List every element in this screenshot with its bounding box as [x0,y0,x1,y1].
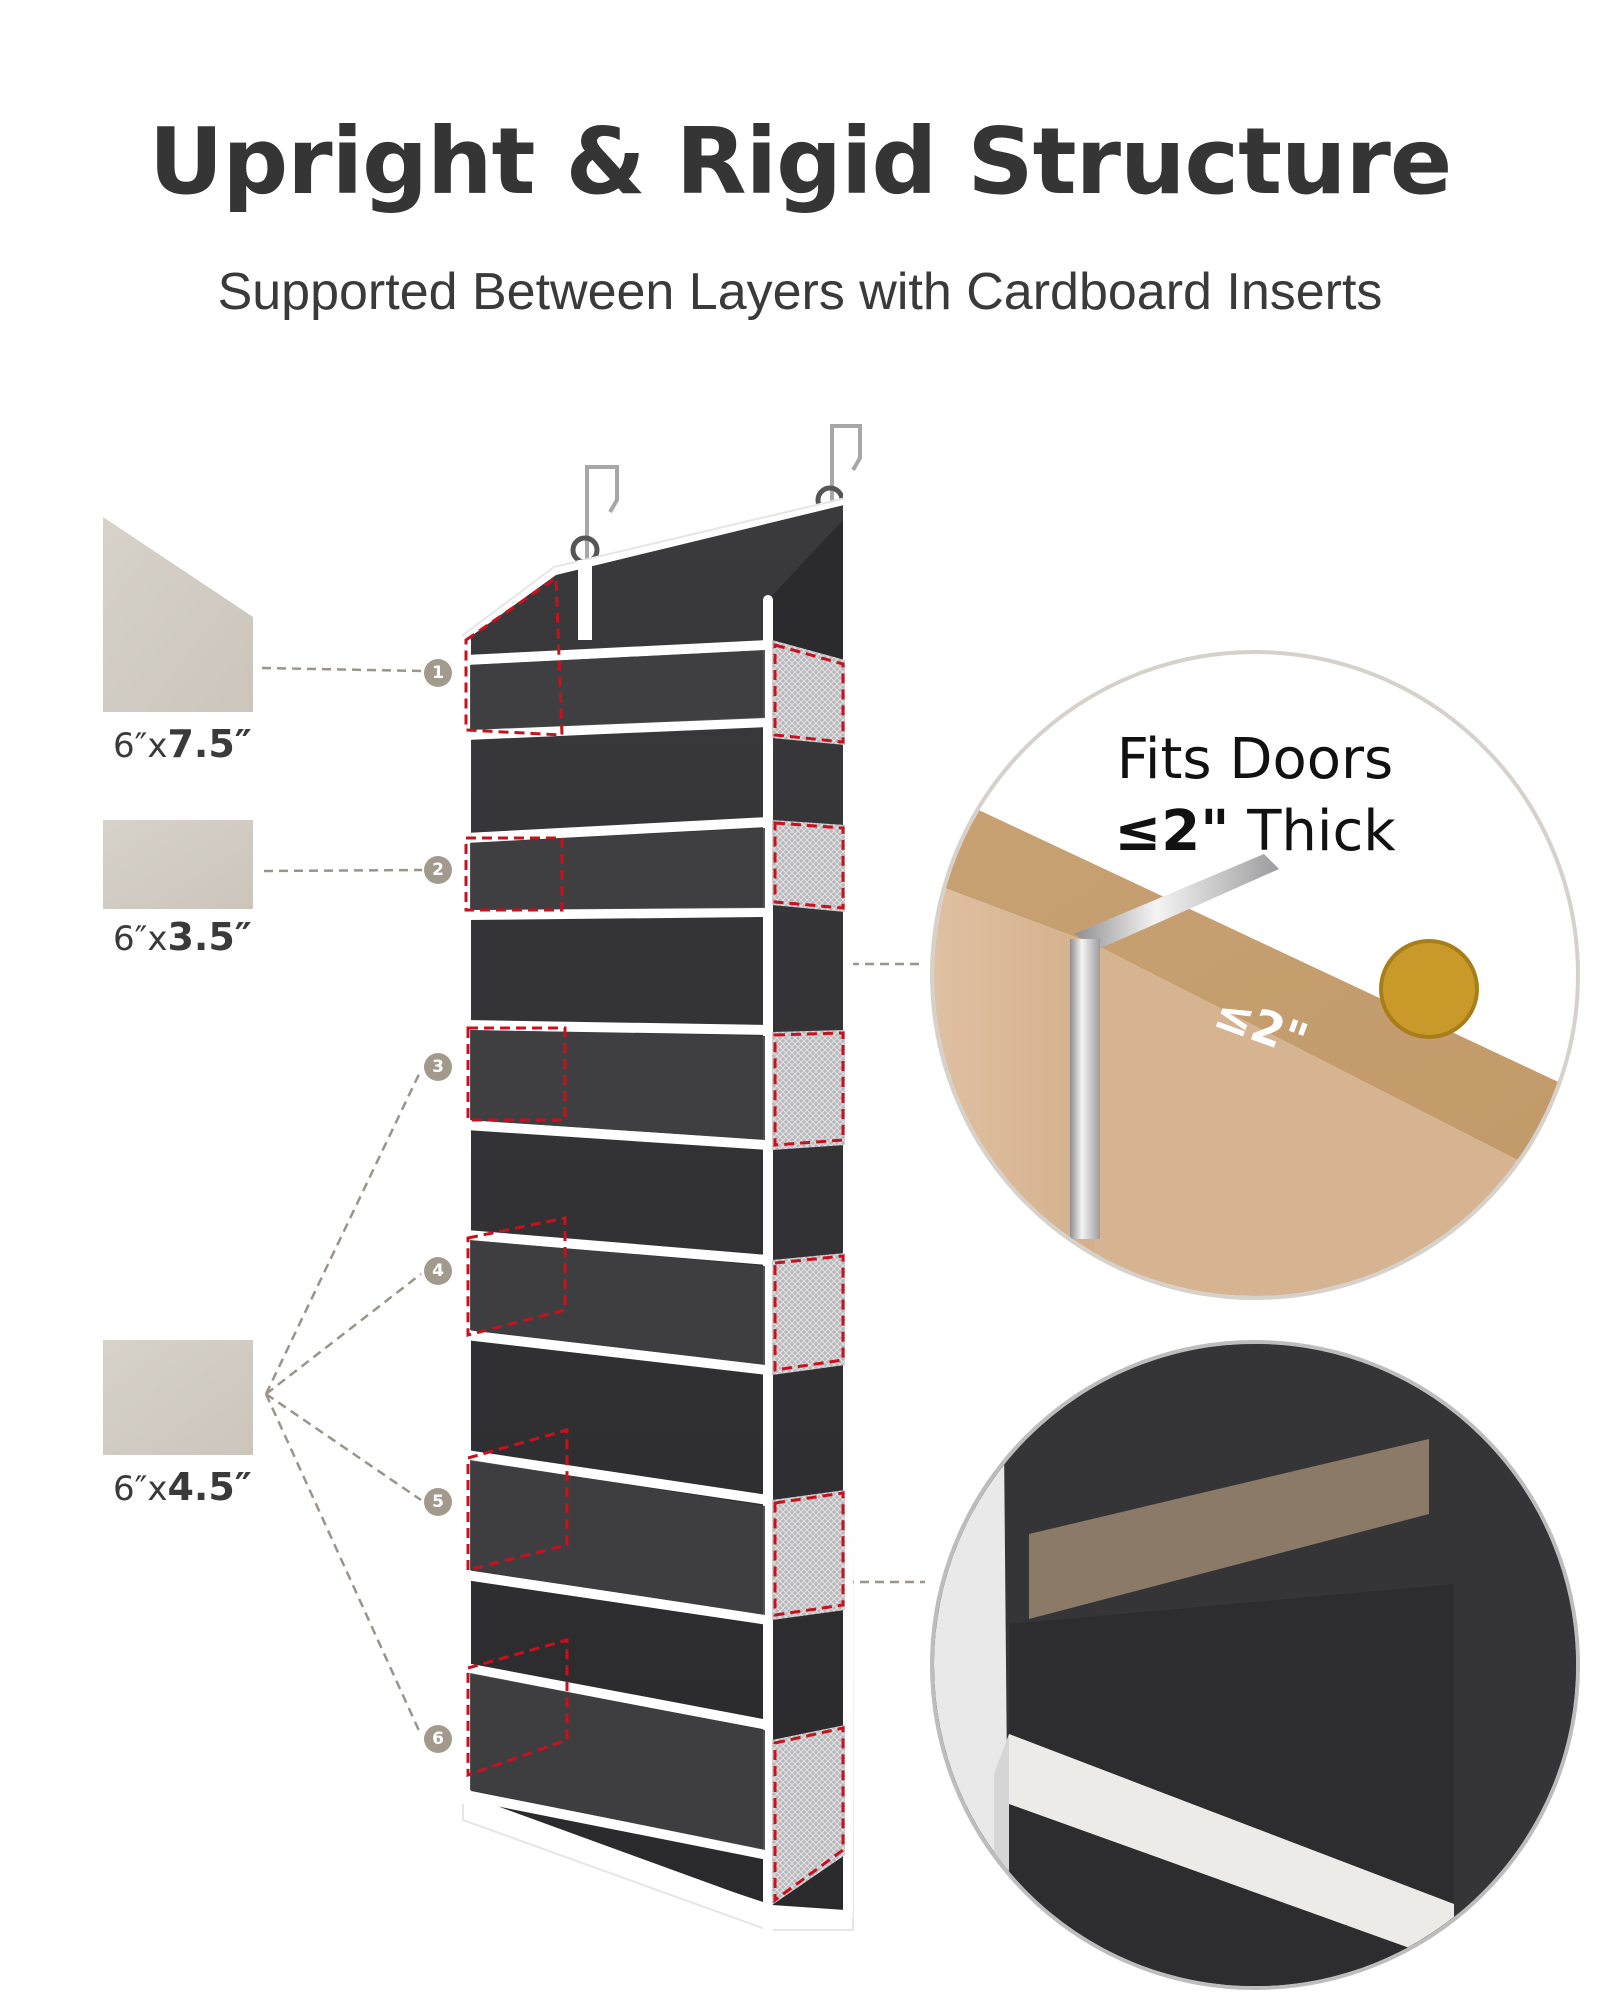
badge-6: 6 [424,1725,452,1753]
cardboard-closeup-callout [930,1340,1580,1990]
size-prefix: 6″x [113,726,168,766]
insert-rect-3.5 [103,820,253,909]
badge-1: 1 [424,659,452,687]
coin-icon [1379,939,1479,1039]
fits-thick-word: Thick [1229,799,1396,864]
door-thickness-callout: Fits Doors ≤2" Thick ≤2" [930,650,1580,1300]
cardboard-insert [1029,1439,1429,1619]
badge-2: 2 [424,856,452,884]
door-illustration [934,789,1576,1296]
door-organizer [461,424,862,1935]
size-main: 7.5″ [167,722,252,766]
size-prefix: 6″x [113,1469,168,1509]
insert-size-label: 6″x7.5″ [113,722,313,766]
page-title: Upright & Rigid Structure [148,108,1453,215]
fits-line1: Fits Doors [1116,727,1394,792]
badge-5: 5 [424,1488,452,1516]
closeup-illustration [934,1344,1576,1986]
fits-line2: ≤2" Thick [934,796,1576,868]
leader-lines [261,666,925,1736]
page-subtitle: Supported Between Layers with Cardboard … [217,263,1383,321]
insert-size-label: 6″x3.5″ [113,915,313,959]
size-main: 3.5″ [167,915,252,959]
badge-4: 4 [424,1257,452,1285]
fits-thickness: ≤2" [1114,799,1230,864]
insert-outlines [464,575,845,1903]
insert-rect-4.5 [103,1340,253,1455]
badge-3: 3 [424,1053,452,1081]
size-prefix: 6″x [113,919,168,959]
fits-doors-text: Fits Doors ≤2" Thick [934,724,1576,868]
insert-size-label: 6″x4.5″ [113,1465,313,1509]
size-main: 4.5″ [167,1465,252,1509]
insert-trapezoid-7.5 [103,517,253,712]
